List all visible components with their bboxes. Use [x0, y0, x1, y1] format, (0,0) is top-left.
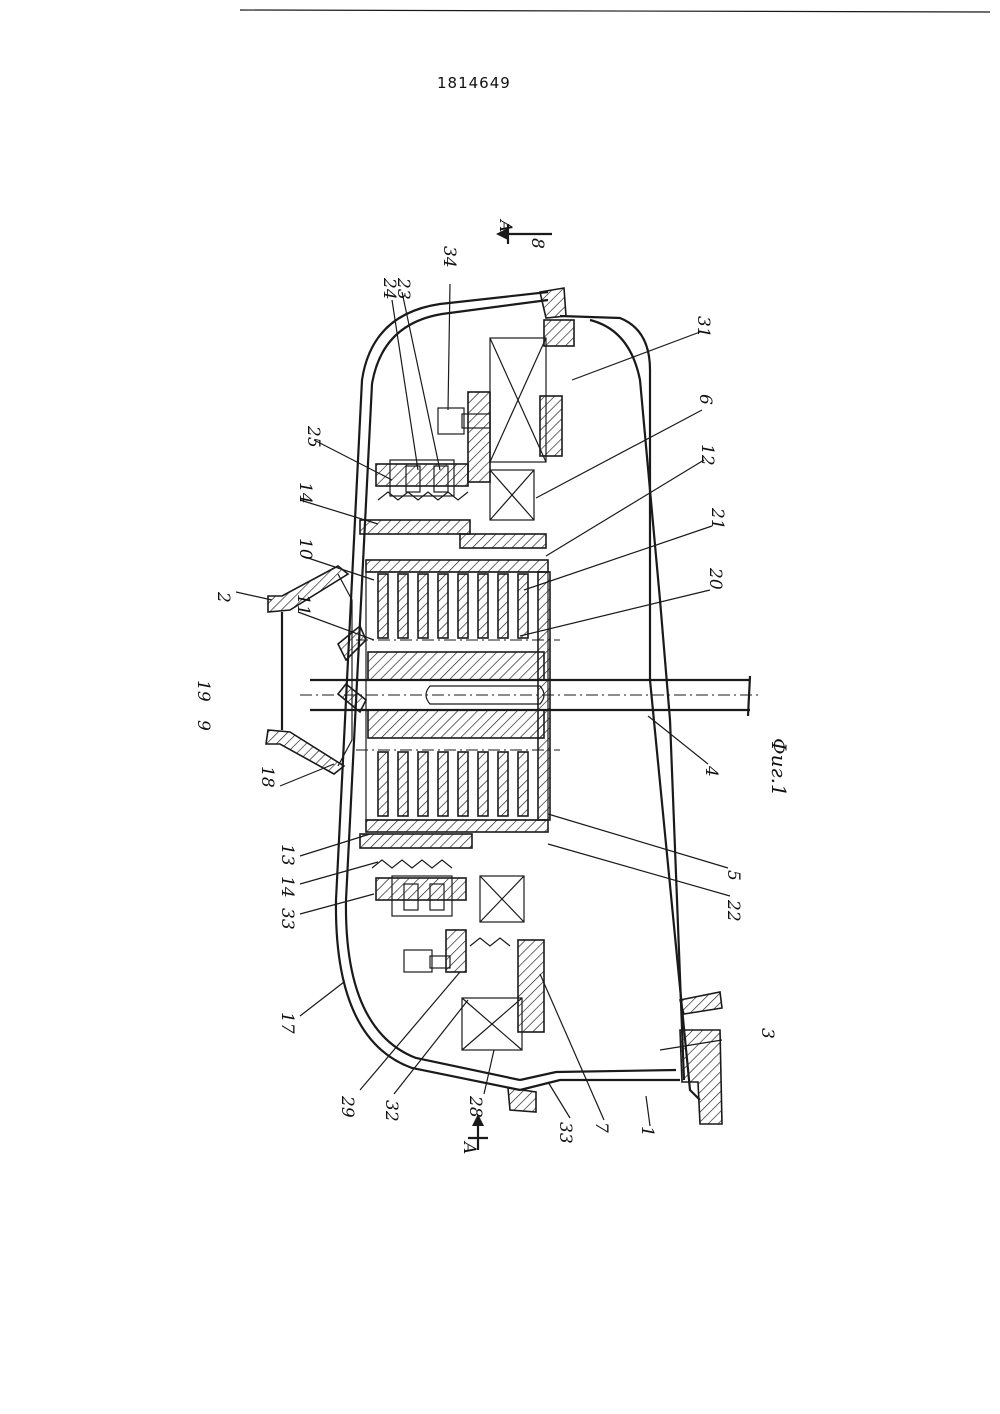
section-mark-label-top: A [495, 218, 515, 232]
callout-25: 25 [303, 425, 323, 448]
callout-23: 23 [393, 277, 413, 300]
callout-10: 10 [295, 538, 315, 560]
callout-31: 31 [693, 316, 713, 338]
callout-9: 9 [193, 720, 213, 731]
callout-3: 3 [757, 1028, 777, 1039]
callout-20: 20 [705, 567, 725, 590]
callout-4: 4 [701, 765, 721, 777]
callout-22: 22 [723, 899, 743, 922]
callout-33-upper: 33 [277, 908, 297, 930]
callout-1: 1 [637, 1126, 657, 1137]
callout-6: 6 [695, 394, 715, 405]
callout-29: 29 [337, 1095, 357, 1118]
callout-14-upper: 14 [295, 482, 315, 504]
callout-14-lower: 14 [277, 876, 297, 898]
callout-32: 32 [381, 1100, 401, 1122]
callout-7: 7 [591, 1122, 611, 1133]
callout-12: 12 [697, 444, 717, 466]
callout-18: 18 [257, 766, 277, 788]
section-mark-label-bottom: A [459, 1140, 479, 1154]
callout-33-lower: 33 [555, 1122, 575, 1144]
callout-11: 11 [293, 594, 313, 616]
callout-8: 8 [527, 238, 547, 249]
callout-2: 2 [213, 591, 233, 603]
callout-13: 13 [277, 844, 297, 866]
callout-19: 19 [193, 680, 213, 702]
callout-34: 34 [439, 246, 459, 268]
figure-caption: Фиг.1 [767, 738, 791, 797]
callout-21: 21 [707, 507, 727, 530]
callout-5: 5 [723, 870, 743, 881]
callout-17: 17 [277, 1012, 297, 1034]
callout-28: 28 [465, 1095, 485, 1118]
